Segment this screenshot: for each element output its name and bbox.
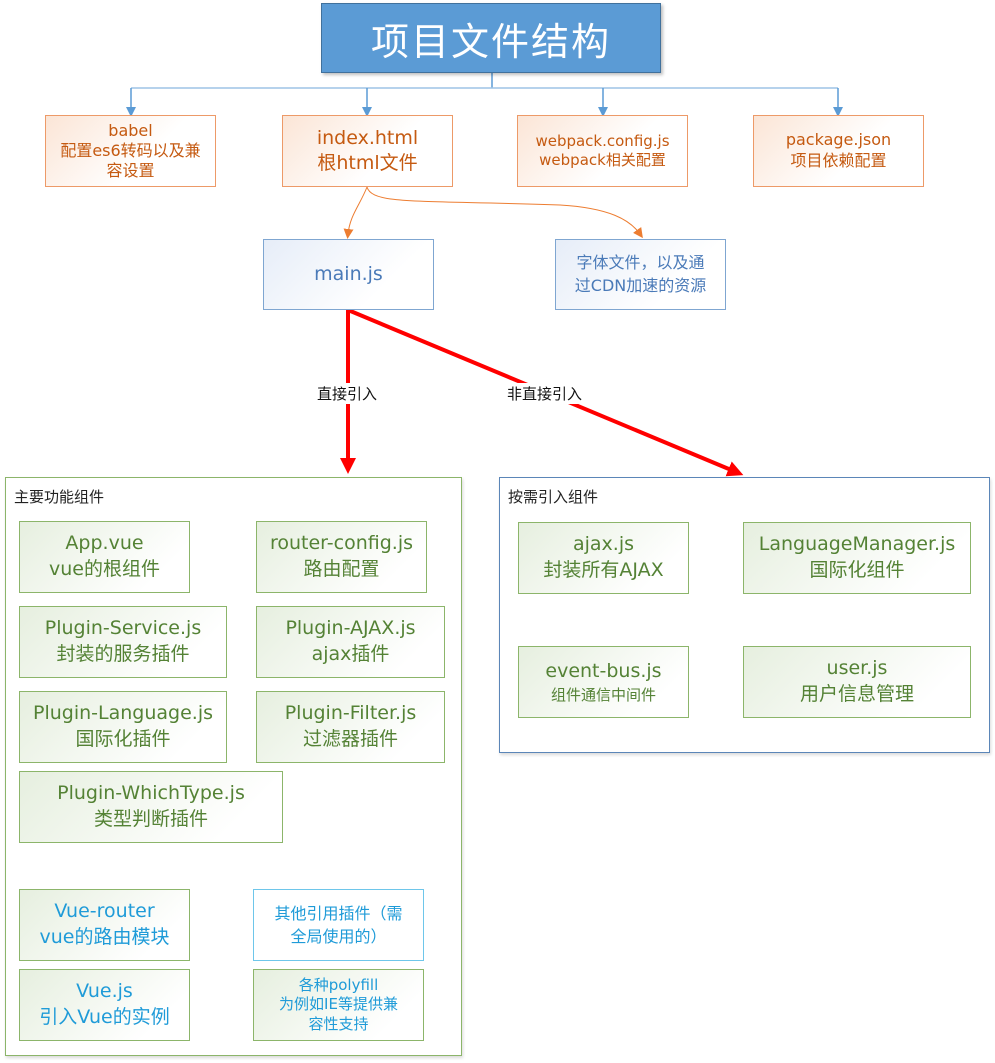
node-desc: webpack相关配置 (539, 151, 666, 169)
component-plugin-language: Plugin-Language.js 国际化插件 (19, 691, 227, 763)
component-desc: 国际化插件 (75, 728, 171, 750)
component-desc: 其他引用插件（需 (274, 903, 403, 923)
fonts-cdn-node: 字体文件，以及通 过CDN加速的资源 (555, 239, 726, 310)
node-desc: 项目依赖配置 (790, 151, 887, 170)
group-title: 主要功能组件 (14, 488, 105, 506)
index-connectors (343, 186, 643, 239)
component-desc: 路由配置 (303, 558, 380, 580)
component-name: user.js (826, 657, 888, 680)
component-desc-cont: 容性支持 (308, 1014, 369, 1033)
component-desc: 国际化组件 (809, 559, 905, 581)
component-vue-router: Vue-router vue的路由模块 (19, 889, 190, 961)
component-desc: 引入Vue的实例 (39, 1006, 170, 1028)
node-name: webpack.config.js (535, 131, 670, 150)
component-desc: ajax插件 (311, 643, 390, 665)
group-title: 按需引入组件 (508, 488, 599, 506)
component-name: Plugin-Service.js (44, 617, 202, 640)
component-plugin-service: Plugin-Service.js 封装的服务插件 (19, 606, 227, 678)
edge-label-indirect: 非直接引入 (505, 383, 585, 404)
component-name: App.vue (65, 532, 144, 555)
component-name: Vue-router (54, 900, 155, 923)
component-name: 各种polyfill (298, 975, 379, 994)
component-ajax-js: ajax.js 封装所有AJAX (518, 522, 689, 594)
component-plugin-filter: Plugin-Filter.js 过滤器插件 (256, 691, 445, 763)
edge-label-direct: 直接引入 (315, 383, 380, 404)
component-desc: 类型判断插件 (93, 808, 208, 830)
component-name: Vue.js (76, 980, 133, 1003)
component-name: event-bus.js (545, 660, 662, 683)
component-polyfill: 各种polyfill 为例如IE等提供兼 容性支持 (253, 969, 424, 1041)
node-name: package.json (785, 130, 892, 150)
component-event-bus: event-bus.js 组件通信中间件 (518, 646, 689, 718)
node-name: index.html (316, 127, 419, 150)
component-desc: vue的根组件 (49, 558, 160, 580)
component-language-manager: LanguageManager.js 国际化组件 (743, 522, 971, 594)
babel-node: babel 配置es6转码以及兼 容设置 (45, 115, 216, 187)
node-desc: 配置es6转码以及兼 (60, 141, 201, 160)
package-json-node: package.json 项目依赖配置 (753, 115, 924, 187)
component-plugin-ajax: Plugin-AJAX.js ajax插件 (256, 606, 445, 678)
component-vue-js: Vue.js 引入Vue的实例 (19, 969, 190, 1041)
component-name: ajax.js (572, 533, 635, 556)
webpack-config-node: webpack.config.js webpack相关配置 (517, 115, 688, 187)
component-user-js: user.js 用户信息管理 (743, 646, 971, 718)
diagram-title: 项目文件结构 (321, 3, 661, 73)
component-name: Plugin-Filter.js (284, 702, 417, 725)
component-desc: 用户信息管理 (799, 683, 914, 705)
component-plugin-whichtype: Plugin-WhichType.js 类型判断插件 (19, 771, 283, 843)
component-desc: vue的路由模块 (39, 926, 170, 948)
component-desc: 为例如IE等提供兼 (279, 995, 398, 1014)
component-other-plugins: 其他引用插件（需 全局使用的） (253, 889, 424, 961)
component-desc: 封装所有AJAX (543, 559, 664, 581)
component-router-config: router-config.js 路由配置 (256, 521, 427, 593)
component-desc-cont: 全局使用的） (290, 927, 387, 946)
node-desc-cont: 容设置 (106, 161, 155, 180)
node-name: babel (108, 121, 153, 140)
component-name: LanguageManager.js (758, 533, 956, 556)
component-name: Plugin-WhichType.js (57, 782, 245, 805)
node-name: main.js (314, 263, 383, 286)
component-app-vue: App.vue vue的根组件 (19, 521, 190, 593)
title-branch-connectors (126, 73, 843, 117)
component-desc: 封装的服务插件 (56, 643, 190, 665)
component-name: Plugin-Language.js (33, 702, 213, 725)
node-desc: 根html文件 (317, 152, 418, 174)
main-js-node: main.js (263, 239, 434, 310)
component-name: Plugin-AJAX.js (285, 617, 416, 640)
node-desc-cont: 过CDN加速的资源 (574, 275, 707, 295)
node-desc: 字体文件，以及通 (576, 253, 705, 273)
index-html-node: index.html 根html文件 (282, 115, 453, 187)
component-desc: 过滤器插件 (302, 728, 398, 750)
component-name: router-config.js (269, 532, 413, 555)
component-desc: 组件通信中间件 (550, 685, 656, 704)
